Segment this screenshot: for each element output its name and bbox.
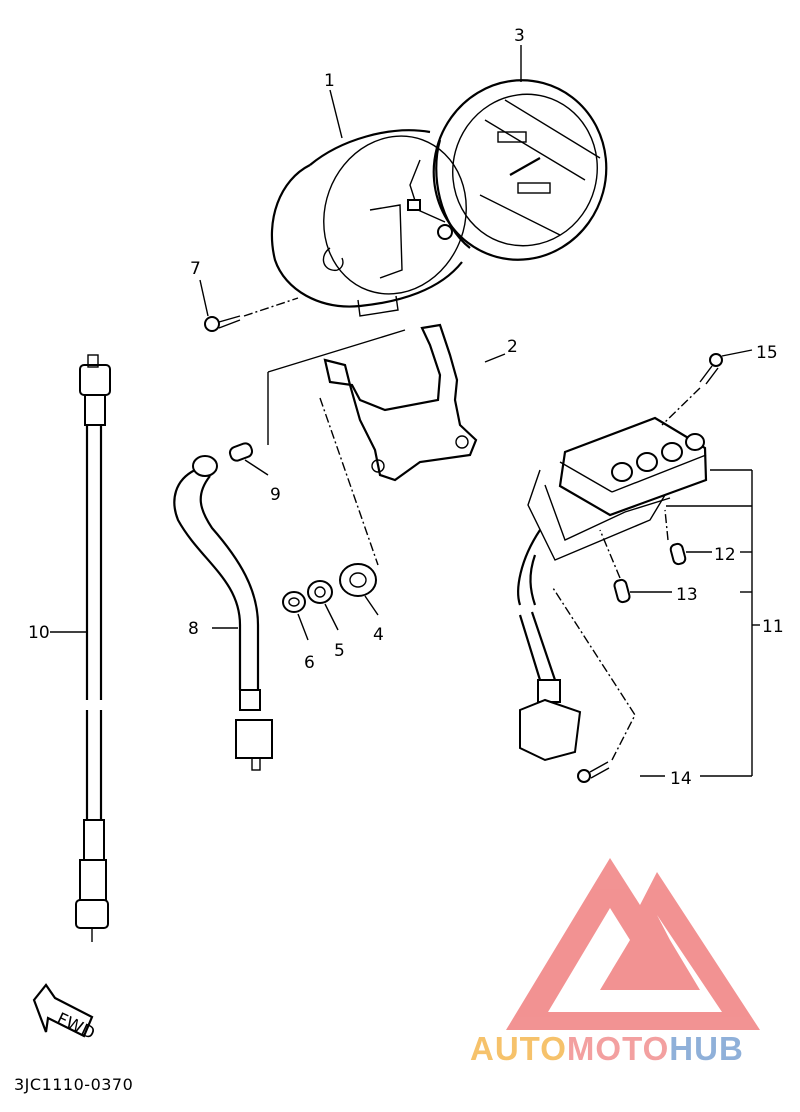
callout-2: 2 xyxy=(507,337,518,357)
callout-1: 1 xyxy=(324,71,335,91)
meter-housing xyxy=(270,129,467,317)
callout-12: 12 xyxy=(714,545,736,565)
forward-arrow-icon: FWD xyxy=(32,983,98,1044)
diagram-code: 3JC1110-0370 xyxy=(14,1075,134,1094)
watermark-text: AUTOMOTOHUB xyxy=(470,1030,744,1068)
speedometer-unit xyxy=(407,79,608,261)
nut-6 xyxy=(282,591,309,641)
watermark-hub: HUB xyxy=(669,1030,744,1067)
bulb-9 xyxy=(228,329,406,476)
callout-14: 14 xyxy=(670,769,692,789)
callout-4: 4 xyxy=(373,625,384,645)
bulb-13 xyxy=(599,529,672,604)
bulb-12 xyxy=(664,509,712,566)
grommet-4 xyxy=(319,397,379,616)
callout-10: 10 xyxy=(28,623,50,643)
watermark-auto: AUTO xyxy=(470,1030,567,1067)
callout-15: 15 xyxy=(756,343,778,363)
washer-5 xyxy=(307,580,339,631)
screw-7 xyxy=(204,297,299,332)
callout-8: 8 xyxy=(188,619,199,639)
speedometer-cable-10 xyxy=(50,354,111,942)
screw-14 xyxy=(552,587,665,783)
screw-15 xyxy=(661,349,753,426)
watermark-moto: MOTO xyxy=(566,1030,670,1067)
socket-cord-8 xyxy=(173,455,273,771)
callout-6: 6 xyxy=(304,653,315,673)
callout-13: 13 xyxy=(676,585,698,605)
callout-9: 9 xyxy=(270,485,281,505)
indicator-assembly-11 xyxy=(517,416,760,777)
fwd-label: FWD xyxy=(53,1009,97,1044)
meter-bracket xyxy=(323,323,506,482)
callout-3: 3 xyxy=(514,26,525,46)
callout-11: 11 xyxy=(762,617,784,637)
callout-7: 7 xyxy=(190,259,201,279)
watermark-logo-icon xyxy=(506,858,760,1030)
callout-5: 5 xyxy=(334,641,345,661)
